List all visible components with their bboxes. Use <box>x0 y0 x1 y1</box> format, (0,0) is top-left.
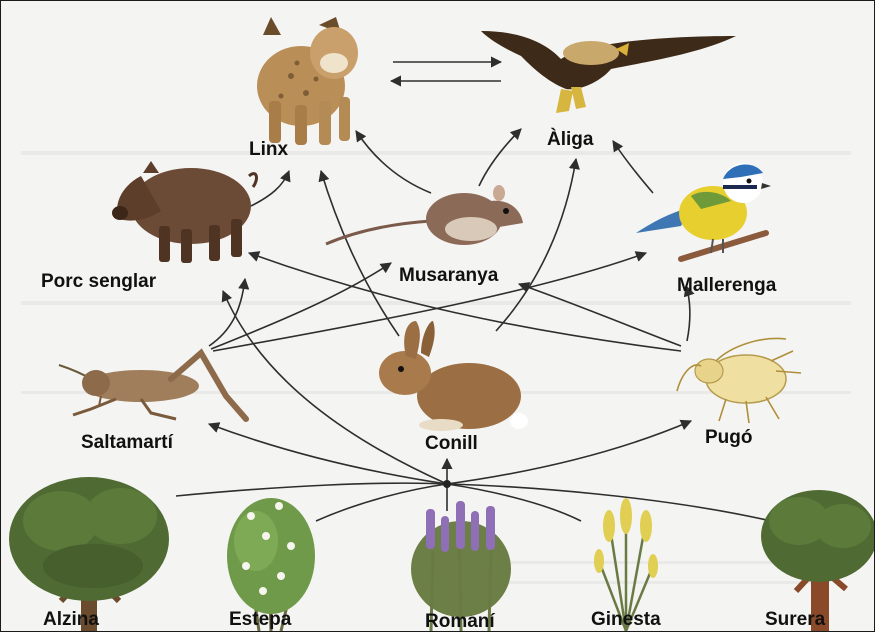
lynx-icon <box>257 17 358 145</box>
arrow-saltamarti-porc <box>209 279 245 346</box>
arrow-hub-pugo <box>447 421 691 484</box>
arrow-conill-linx <box>321 171 399 336</box>
label-porc-senglar: Porc senglar <box>41 271 156 293</box>
arrow-saltamarti-musaranya <box>211 263 391 349</box>
label-conill: Conill <box>425 433 478 455</box>
label-estepa: Estepa <box>229 609 291 631</box>
rabbit-icon <box>379 321 528 431</box>
arrow-ginesta-hub <box>447 484 581 521</box>
label-aliga: Àliga <box>547 129 593 151</box>
arrow-musaranya-aliga <box>479 129 521 186</box>
aphid-icon <box>677 338 801 423</box>
hub-node <box>443 480 451 488</box>
holm-oak-icon <box>9 477 169 631</box>
boar-icon <box>112 161 256 263</box>
label-pugo: Pugó <box>705 427 753 449</box>
shrew-icon <box>326 185 523 245</box>
tit-icon <box>636 163 771 259</box>
arrow-musaranya-linx <box>356 131 431 193</box>
eagle-icon <box>481 31 736 113</box>
label-surera: Surera <box>765 609 825 631</box>
arrow-alzina-hub <box>176 483 447 496</box>
label-linx: Linx <box>249 139 288 161</box>
label-musaranya: Musaranya <box>399 265 498 287</box>
label-ginesta: Ginesta <box>591 609 661 631</box>
grasshopper-icon <box>59 353 246 419</box>
arrow-hub-saltamarti <box>209 424 447 484</box>
label-saltamarti: Saltamartí <box>81 432 173 454</box>
label-mallerenga: Mallerenga <box>677 275 776 297</box>
label-romani: Romaní <box>425 611 495 632</box>
arrow-conill-aliga <box>496 159 576 331</box>
arrow-pugo-musaranya <box>519 284 681 346</box>
label-alzina: Alzina <box>43 609 99 631</box>
arrow-mallerenga-aliga <box>613 141 653 193</box>
